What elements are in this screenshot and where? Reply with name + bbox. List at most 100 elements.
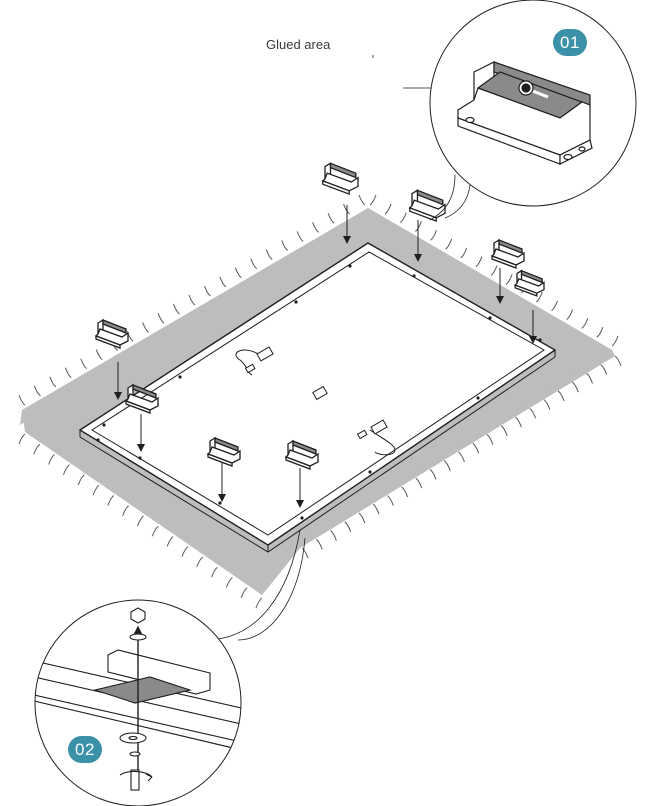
hatch-stroke bbox=[225, 577, 233, 588]
detail-circle-02 bbox=[34, 599, 242, 806]
hatch-stroke bbox=[586, 373, 594, 384]
frame-hole bbox=[348, 264, 352, 268]
z-bracket bbox=[206, 436, 241, 467]
hatch-stroke bbox=[515, 416, 522, 428]
hatch-stroke bbox=[77, 474, 85, 486]
hatch-stroke bbox=[142, 322, 149, 333]
hatch-stroke bbox=[475, 256, 483, 268]
hatch-stroke bbox=[557, 390, 565, 402]
frame-hole bbox=[538, 338, 542, 342]
detail-badge-01-label: 01 bbox=[560, 32, 580, 52]
hatch-stroke bbox=[429, 469, 437, 480]
hatch-stroke bbox=[472, 442, 480, 454]
hatch-stroke bbox=[614, 355, 622, 367]
hatch-stroke bbox=[95, 349, 103, 360]
frame-hole bbox=[218, 501, 222, 505]
hatch-stroke bbox=[18, 433, 26, 445]
frame-hole bbox=[412, 274, 416, 278]
hatch-stroke bbox=[18, 394, 26, 406]
hatch-stroke bbox=[203, 285, 211, 297]
hatch-stroke bbox=[445, 238, 453, 250]
hatch-stroke bbox=[48, 454, 55, 465]
hatch-stroke bbox=[173, 303, 180, 315]
hatch-stroke bbox=[301, 547, 309, 559]
hatch-stroke bbox=[600, 364, 608, 375]
hatch-stroke bbox=[384, 203, 392, 215]
hatch-stroke bbox=[458, 451, 465, 463]
hatch-stroke bbox=[166, 536, 174, 547]
detail-badge-02-label: 02 bbox=[75, 739, 95, 759]
hatch-stroke bbox=[188, 294, 196, 306]
hatch-stroke bbox=[460, 247, 468, 259]
hatch-stroke bbox=[430, 230, 437, 241]
hatch-stroke bbox=[64, 367, 72, 379]
bracket-group bbox=[94, 162, 545, 508]
junction-box-cables bbox=[235, 346, 396, 456]
frame-hole bbox=[488, 316, 492, 320]
detail-badge-01: 01 bbox=[553, 29, 587, 56]
hatch-stroke bbox=[415, 477, 423, 489]
frame-holes bbox=[96, 264, 542, 520]
hatch-stroke bbox=[315, 538, 323, 550]
z-bracket bbox=[408, 189, 446, 223]
hatch-stroke bbox=[490, 265, 498, 276]
hatch-stroke bbox=[33, 385, 41, 397]
frame-hole bbox=[300, 516, 304, 520]
z-bracket bbox=[124, 383, 159, 414]
hatch-stroke bbox=[358, 194, 366, 206]
hatch-stroke bbox=[529, 407, 537, 419]
hatch-stroke bbox=[265, 249, 273, 260]
hatch-stroke bbox=[137, 515, 144, 527]
hatch-stroke bbox=[330, 530, 337, 541]
z-bracket bbox=[490, 238, 525, 269]
frame-hole bbox=[96, 438, 100, 442]
hatch-stroke bbox=[240, 587, 248, 598]
frame-hole bbox=[178, 375, 182, 379]
hatch-stroke bbox=[62, 464, 70, 475]
hatch-stroke bbox=[401, 486, 409, 498]
hatch-stroke bbox=[581, 318, 589, 329]
frame-hole bbox=[102, 423, 106, 427]
hatch-stroke bbox=[219, 276, 227, 288]
hatch-stroke bbox=[151, 525, 159, 537]
hatch-stroke bbox=[486, 434, 494, 445]
hatch-stroke bbox=[372, 503, 380, 515]
hatch-stroke bbox=[399, 212, 407, 224]
hatch-stroke bbox=[211, 566, 218, 578]
glued-area-label: Glued area bbox=[266, 37, 331, 52]
hatch-stroke bbox=[255, 597, 263, 609]
roof-edge-hatching bbox=[18, 194, 622, 609]
hatch-stroke bbox=[122, 505, 129, 516]
hatch-stroke bbox=[536, 291, 543, 303]
frame-hole bbox=[138, 456, 142, 460]
hatch-stroke bbox=[107, 495, 115, 506]
z-bracket bbox=[284, 439, 319, 470]
detail-badge-02: 02 bbox=[68, 736, 102, 763]
hatch-stroke bbox=[551, 300, 558, 312]
hatch-stroke bbox=[358, 512, 366, 524]
hatch-stroke bbox=[566, 309, 574, 320]
hatch-stroke bbox=[181, 546, 189, 557]
hatch-stroke bbox=[572, 381, 579, 393]
hatch-stroke bbox=[387, 495, 394, 506]
frame-hole bbox=[294, 300, 298, 304]
hatch-stroke bbox=[92, 484, 100, 496]
hatch-stroke bbox=[369, 194, 377, 206]
hatch-stroke bbox=[312, 222, 319, 233]
hatch-stroke bbox=[344, 521, 352, 532]
hatch-stroke bbox=[281, 240, 289, 251]
hatch-stroke bbox=[500, 425, 508, 436]
frame-hole bbox=[368, 470, 372, 474]
hatch-stroke bbox=[80, 358, 88, 370]
hatch-stroke bbox=[611, 335, 619, 347]
hatch-stroke bbox=[596, 327, 604, 338]
hatch-stroke bbox=[327, 213, 335, 224]
z-bracket bbox=[94, 318, 129, 349]
z-bracket bbox=[321, 162, 359, 196]
hatch-stroke bbox=[196, 556, 204, 568]
hatch-stroke bbox=[296, 231, 304, 242]
hatch-stroke bbox=[250, 258, 258, 270]
hatch-stroke bbox=[505, 274, 513, 285]
